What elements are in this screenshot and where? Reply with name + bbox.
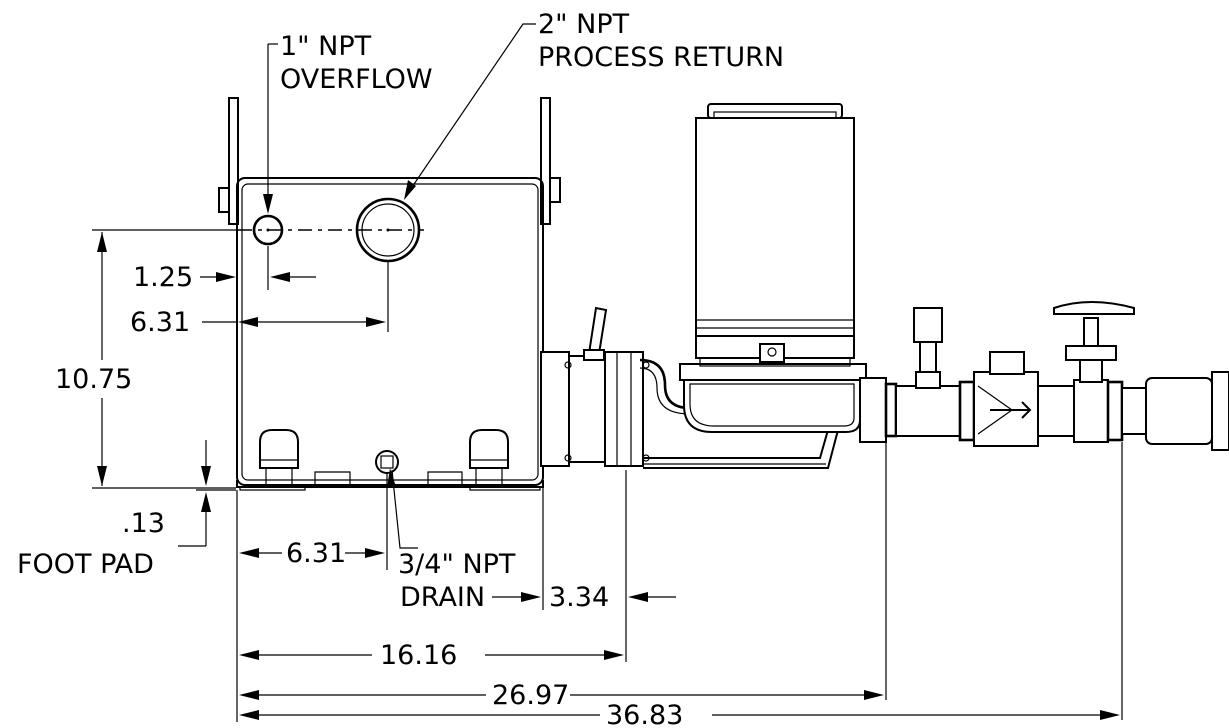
overflow-offset-dimension: 1.25 [133,262,193,293]
outlet-1-dimension: 26.97 [492,680,569,711]
tank-to-flange-dimension: 16.16 [380,640,457,671]
dimension-lines [92,23,1123,722]
overflow-size-label: 1" NPT [280,31,372,62]
pump-assembly [540,103,867,469]
outlet-2-dimension: 36.83 [606,700,683,728]
discharge-piping [859,301,1229,451]
process-return-size-label: 2" NPT [538,9,630,40]
tank [218,97,561,491]
return-offset-dimension: 6.31 [130,307,190,338]
tank-foot-left [259,429,299,487]
drain-name-label: DRAIN [400,582,485,613]
drain-offset-dimension: 6.31 [286,538,346,569]
foot-pad-name-label: FOOT PAD [17,549,154,580]
annotation-text: 2" NPT PROCESS RETURN 1" NPT OVERFLOW 1.… [17,9,784,728]
pump-flange-dimension: 3.34 [549,582,609,613]
overflow-name-label: OVERFLOW [280,64,433,95]
tank-foot-right [469,429,509,487]
drain-port [375,450,399,474]
process-return-name-label: PROCESS RETURN [538,42,784,73]
drain-size-label: 3/4" NPT [398,549,516,580]
foot-pad-value-label: .13 [122,508,165,539]
return-height-dimension: 10.75 [55,364,132,395]
